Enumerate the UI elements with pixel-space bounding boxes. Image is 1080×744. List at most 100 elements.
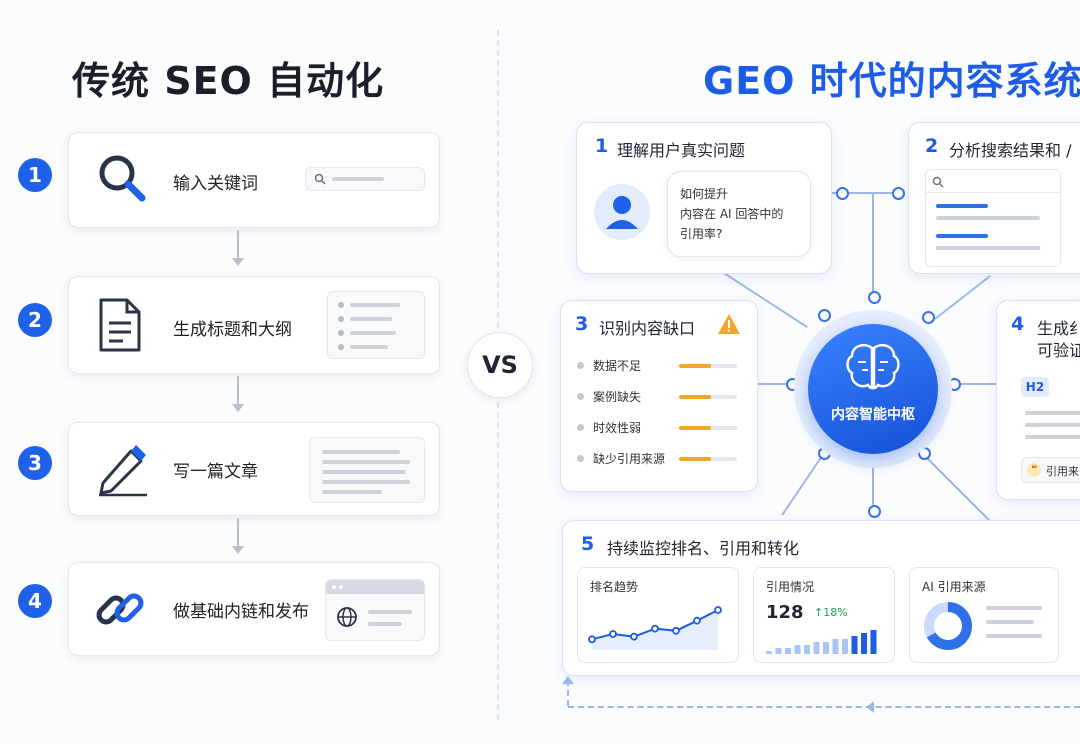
gap-bullet bbox=[577, 393, 584, 400]
globe-icon bbox=[337, 607, 357, 627]
h2-tag: H2 bbox=[1021, 377, 1049, 397]
gap-level-fill bbox=[679, 457, 711, 461]
step-number-3: 3 bbox=[18, 446, 52, 480]
card-title-4-line2: 可验证 bbox=[1037, 341, 1080, 360]
gap-level-fill bbox=[679, 426, 711, 430]
card-number-3: 3 bbox=[575, 313, 589, 335]
citation-bar bbox=[813, 642, 820, 654]
connector-node bbox=[868, 291, 881, 304]
connector-node bbox=[892, 187, 905, 200]
chain-link-icon bbox=[96, 593, 144, 625]
webpage-illustration bbox=[325, 579, 425, 641]
citation-bar bbox=[775, 648, 782, 654]
search-icon bbox=[932, 176, 944, 188]
connector-node bbox=[836, 187, 849, 200]
rank-trend-line-chart bbox=[588, 606, 722, 650]
connector-node bbox=[818, 309, 831, 322]
card-number-2: 2 bbox=[925, 135, 939, 157]
gap-item-label: 时效性弱 bbox=[593, 421, 642, 435]
step-number-1: 1 bbox=[18, 158, 52, 192]
citation-bar bbox=[794, 645, 801, 654]
citation-bar bbox=[842, 639, 848, 654]
document-icon bbox=[99, 298, 141, 352]
trend-point bbox=[672, 626, 680, 635]
article-illustration bbox=[309, 437, 425, 503]
gap-level-fill bbox=[679, 364, 711, 368]
serp-illustration bbox=[925, 169, 1061, 267]
card-title-3: 识别内容缺口 bbox=[599, 319, 696, 338]
gap-bullet bbox=[577, 424, 584, 431]
citation-bar bbox=[804, 645, 810, 654]
ai-source-panel: AI 引用来源 bbox=[909, 567, 1059, 663]
user-avatar-icon bbox=[594, 184, 650, 240]
step-label-1: 输入关键词 bbox=[173, 174, 258, 194]
citation-bar bbox=[870, 630, 877, 654]
gap-item-label: 数据不足 bbox=[593, 359, 642, 373]
citation-bar bbox=[851, 636, 858, 654]
step-label-4: 做基础内链和发布 bbox=[173, 602, 309, 622]
gap-item-label: 案例缺失 bbox=[593, 390, 642, 404]
flow-arrow-1 bbox=[237, 230, 239, 258]
trend-point bbox=[714, 606, 722, 614]
card-number-5: 5 bbox=[581, 533, 595, 555]
pencil-icon bbox=[99, 445, 147, 497]
citation-count: 128 bbox=[766, 602, 804, 623]
citation-panel: 引用情况 128 ↑18% bbox=[753, 567, 895, 663]
warning-icon bbox=[718, 314, 740, 334]
geo-card-understand-question: 1 理解用户真实问题 如何提升 内容在 AI 回答中的 引用率? bbox=[576, 122, 832, 274]
geo-card-content-gaps: 3 识别内容缺口 数据不足案例缺失时效性弱缺少引用来源 bbox=[560, 300, 758, 492]
trend-point bbox=[609, 630, 617, 638]
outline-illustration bbox=[327, 291, 425, 359]
card-title-5: 持续监控排名、引用和转化 bbox=[607, 539, 800, 558]
card-title-4-line1: 生成纟 bbox=[1037, 319, 1080, 338]
search-box-illustration bbox=[305, 167, 425, 191]
rank-trend-panel: 排名趋势 bbox=[577, 567, 739, 663]
card-number-4: 4 bbox=[1011, 313, 1025, 335]
connector-node bbox=[868, 505, 881, 518]
connector-node bbox=[922, 311, 935, 324]
feedback-loop-line bbox=[568, 706, 1080, 708]
citation-bar bbox=[823, 642, 829, 654]
step-number-2: 2 bbox=[18, 303, 52, 337]
citation-source-chip: ❝ 引用来 bbox=[1021, 457, 1080, 483]
step-label-3: 写一篇文章 bbox=[173, 462, 258, 482]
right-title: GEO 时代的内容系统 bbox=[703, 59, 1080, 103]
trend-point bbox=[630, 632, 638, 641]
gap-bullet bbox=[577, 455, 584, 462]
geo-card-monitor: 5 持续监控排名、引用和转化 排名趋势 引用情况 128 ↑18% AI 引用来… bbox=[562, 520, 1080, 676]
search-icon bbox=[314, 173, 326, 185]
citation-bar bbox=[832, 639, 839, 654]
vs-badge: VS bbox=[467, 332, 533, 398]
citation-bar bbox=[861, 633, 867, 654]
step-label-2: 生成标题和大纲 bbox=[173, 320, 292, 340]
gap-item-label: 缺少引用来源 bbox=[593, 452, 666, 466]
citation-bar-chart bbox=[766, 630, 877, 654]
flow-arrow-2 bbox=[237, 376, 239, 404]
step-card-keyword: 输入关键词 bbox=[68, 132, 440, 228]
gap-level-fill bbox=[679, 395, 711, 399]
citation-bar bbox=[785, 648, 791, 654]
card-title-2: 分析搜索结果和 / bbox=[949, 141, 1072, 160]
feedback-arrow-head bbox=[562, 676, 574, 684]
citation-bar bbox=[766, 651, 772, 654]
geo-card-generate-verifiable: 4 生成纟 可验证 H2 ❝ 引用来 bbox=[996, 300, 1080, 500]
citation-delta: ↑18% bbox=[814, 606, 848, 619]
flow-arrow-3 bbox=[237, 518, 239, 546]
trend-point bbox=[693, 616, 701, 625]
step-card-publish: 做基础内链和发布 bbox=[68, 562, 440, 656]
question-bubble: 如何提升 内容在 AI 回答中的 引用率? bbox=[667, 171, 811, 257]
brain-icon bbox=[846, 344, 900, 390]
quote-icon: ❝ bbox=[1027, 463, 1041, 477]
geo-card-analyze-serp: 2 分析搜索结果和 / bbox=[908, 122, 1080, 274]
magnifier-icon bbox=[99, 155, 146, 202]
gap-bullet bbox=[577, 362, 584, 369]
card-number-1: 1 bbox=[595, 135, 609, 157]
trend-point bbox=[588, 635, 596, 644]
content-intelligence-hub: 内容智能中枢 bbox=[808, 324, 938, 454]
trend-point bbox=[651, 624, 659, 633]
step-number-4: 4 bbox=[18, 584, 52, 618]
step-card-outline: 生成标题和大纲 bbox=[68, 276, 440, 374]
left-title: 传统 SEO 自动化 bbox=[72, 59, 385, 103]
hub-label: 内容智能中枢 bbox=[831, 407, 915, 423]
ai-source-donut-chart bbox=[924, 602, 972, 650]
